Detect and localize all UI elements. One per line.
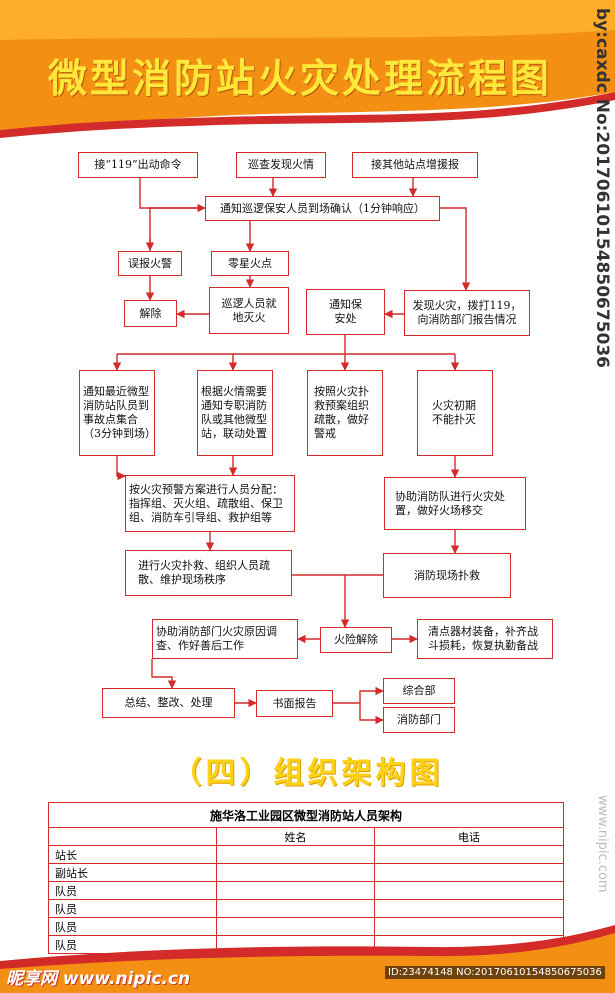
flow-node-general-dept: 综合部	[383, 678, 455, 704]
org-phone-cell	[374, 863, 564, 882]
flow-node-notify-professional-team: 根据火情需要通知专职消防队或其他微型站，联动处置	[197, 370, 273, 456]
table-row: 队员	[48, 899, 564, 918]
flow-node-personnel-assignment: 按火灾预警方案进行人员分配：指挥组、灭火组、疏散组、保卫组、消防车引导组、救护组…	[125, 475, 295, 532]
watermark-site: www.nipic.com	[595, 795, 610, 893]
flow-node-assist-investigation: 协助消防部门火灾原因调查、作好善后工作	[152, 619, 298, 659]
org-role: 队员	[48, 881, 217, 900]
flowchart-connectors	[112, 178, 471, 725]
org-phone-cell	[374, 899, 564, 918]
org-phone-cell	[374, 881, 564, 900]
flow-node-patrol-extinguish: 巡逻人员就地灭火	[209, 287, 289, 334]
flow-node-false-alarm: 误报火警	[118, 251, 182, 276]
flow-node-evacuation-plan: 按照火灾扑救预案组织疏散，做好警戒	[307, 370, 383, 456]
table-row: 队员	[48, 917, 564, 936]
flow-node-cannot-extinguish: 火灾初期不能扑灭	[417, 370, 493, 456]
flow-node-notify-patrol-confirm: 通知巡逻保安人员到场确认（1分钟响应）	[205, 196, 440, 221]
flow-node-call-119: 发现火灾，拨打119，向消防部门报告情况	[404, 290, 530, 336]
flow-node-patrol-discover: 巡查发现火情	[236, 152, 326, 178]
org-phone-cell	[374, 845, 564, 864]
org-name-cell	[216, 845, 375, 864]
flow-node-summary-rectify: 总结、整改、处理	[102, 688, 235, 718]
org-name-cell	[216, 863, 375, 882]
flow-node-small-fire: 零星火点	[211, 251, 289, 276]
flow-node-notify-nearest-station: 通知最近微型消防站队员到事故点集合（3分钟到场）	[79, 370, 156, 456]
footer-id-text: ID:23474148 NO:20170610154850675036	[385, 966, 605, 979]
flow-node-fire-cleared: 火险解除	[320, 627, 392, 653]
header-banner	[0, 0, 615, 140]
flow-node-notify-security: 通知保安处	[306, 289, 385, 335]
flow-node-other-station-report: 接其他站点增援报	[352, 152, 478, 178]
table-row: 站长	[48, 845, 564, 864]
flow-node-dismiss: 解除	[124, 300, 177, 327]
org-role: 队员	[48, 935, 217, 954]
watermark-right: by:caxdc No:20170610154850675036	[592, 8, 612, 369]
table-row: 队员	[48, 881, 564, 900]
table-row: 副站长	[48, 863, 564, 882]
org-name-cell	[216, 881, 375, 900]
flow-node-firefighting-evacuation: 进行火灾扑救、组织人员疏散、维护现场秩序	[125, 550, 292, 596]
flow-node-fire-dept: 消防部门	[383, 707, 455, 733]
org-header-phone: 电话	[374, 827, 564, 846]
org-role: 副站长	[48, 863, 217, 882]
org-role: 站长	[48, 845, 217, 864]
flow-node-onsite-firefighting: 消防现场扑救	[383, 553, 511, 598]
org-role: 队员	[48, 899, 217, 918]
org-header-role	[48, 827, 217, 846]
flow-node-119-order: 接“119”出动命令	[78, 152, 198, 178]
org-header-name: 姓名	[216, 827, 375, 846]
org-name-cell	[216, 899, 375, 918]
footer-logo: 昵享网 www.nipic.cn	[6, 969, 191, 989]
flow-node-restore-readiness: 清点器材装备，补齐战斗损耗，恢复执勤备战	[417, 619, 553, 659]
flow-node-assist-fire-brigade: 协助消防队进行火灾处置，做好火场移交	[384, 477, 526, 530]
flow-node-written-report: 书面报告	[256, 690, 333, 717]
org-table-caption: 施华洛工业园区微型消防站人员架构	[48, 802, 564, 828]
page-title: 微型消防站火灾处理流程图	[47, 57, 552, 102]
section-org-chart-title: （四）组织架构图	[171, 756, 444, 791]
